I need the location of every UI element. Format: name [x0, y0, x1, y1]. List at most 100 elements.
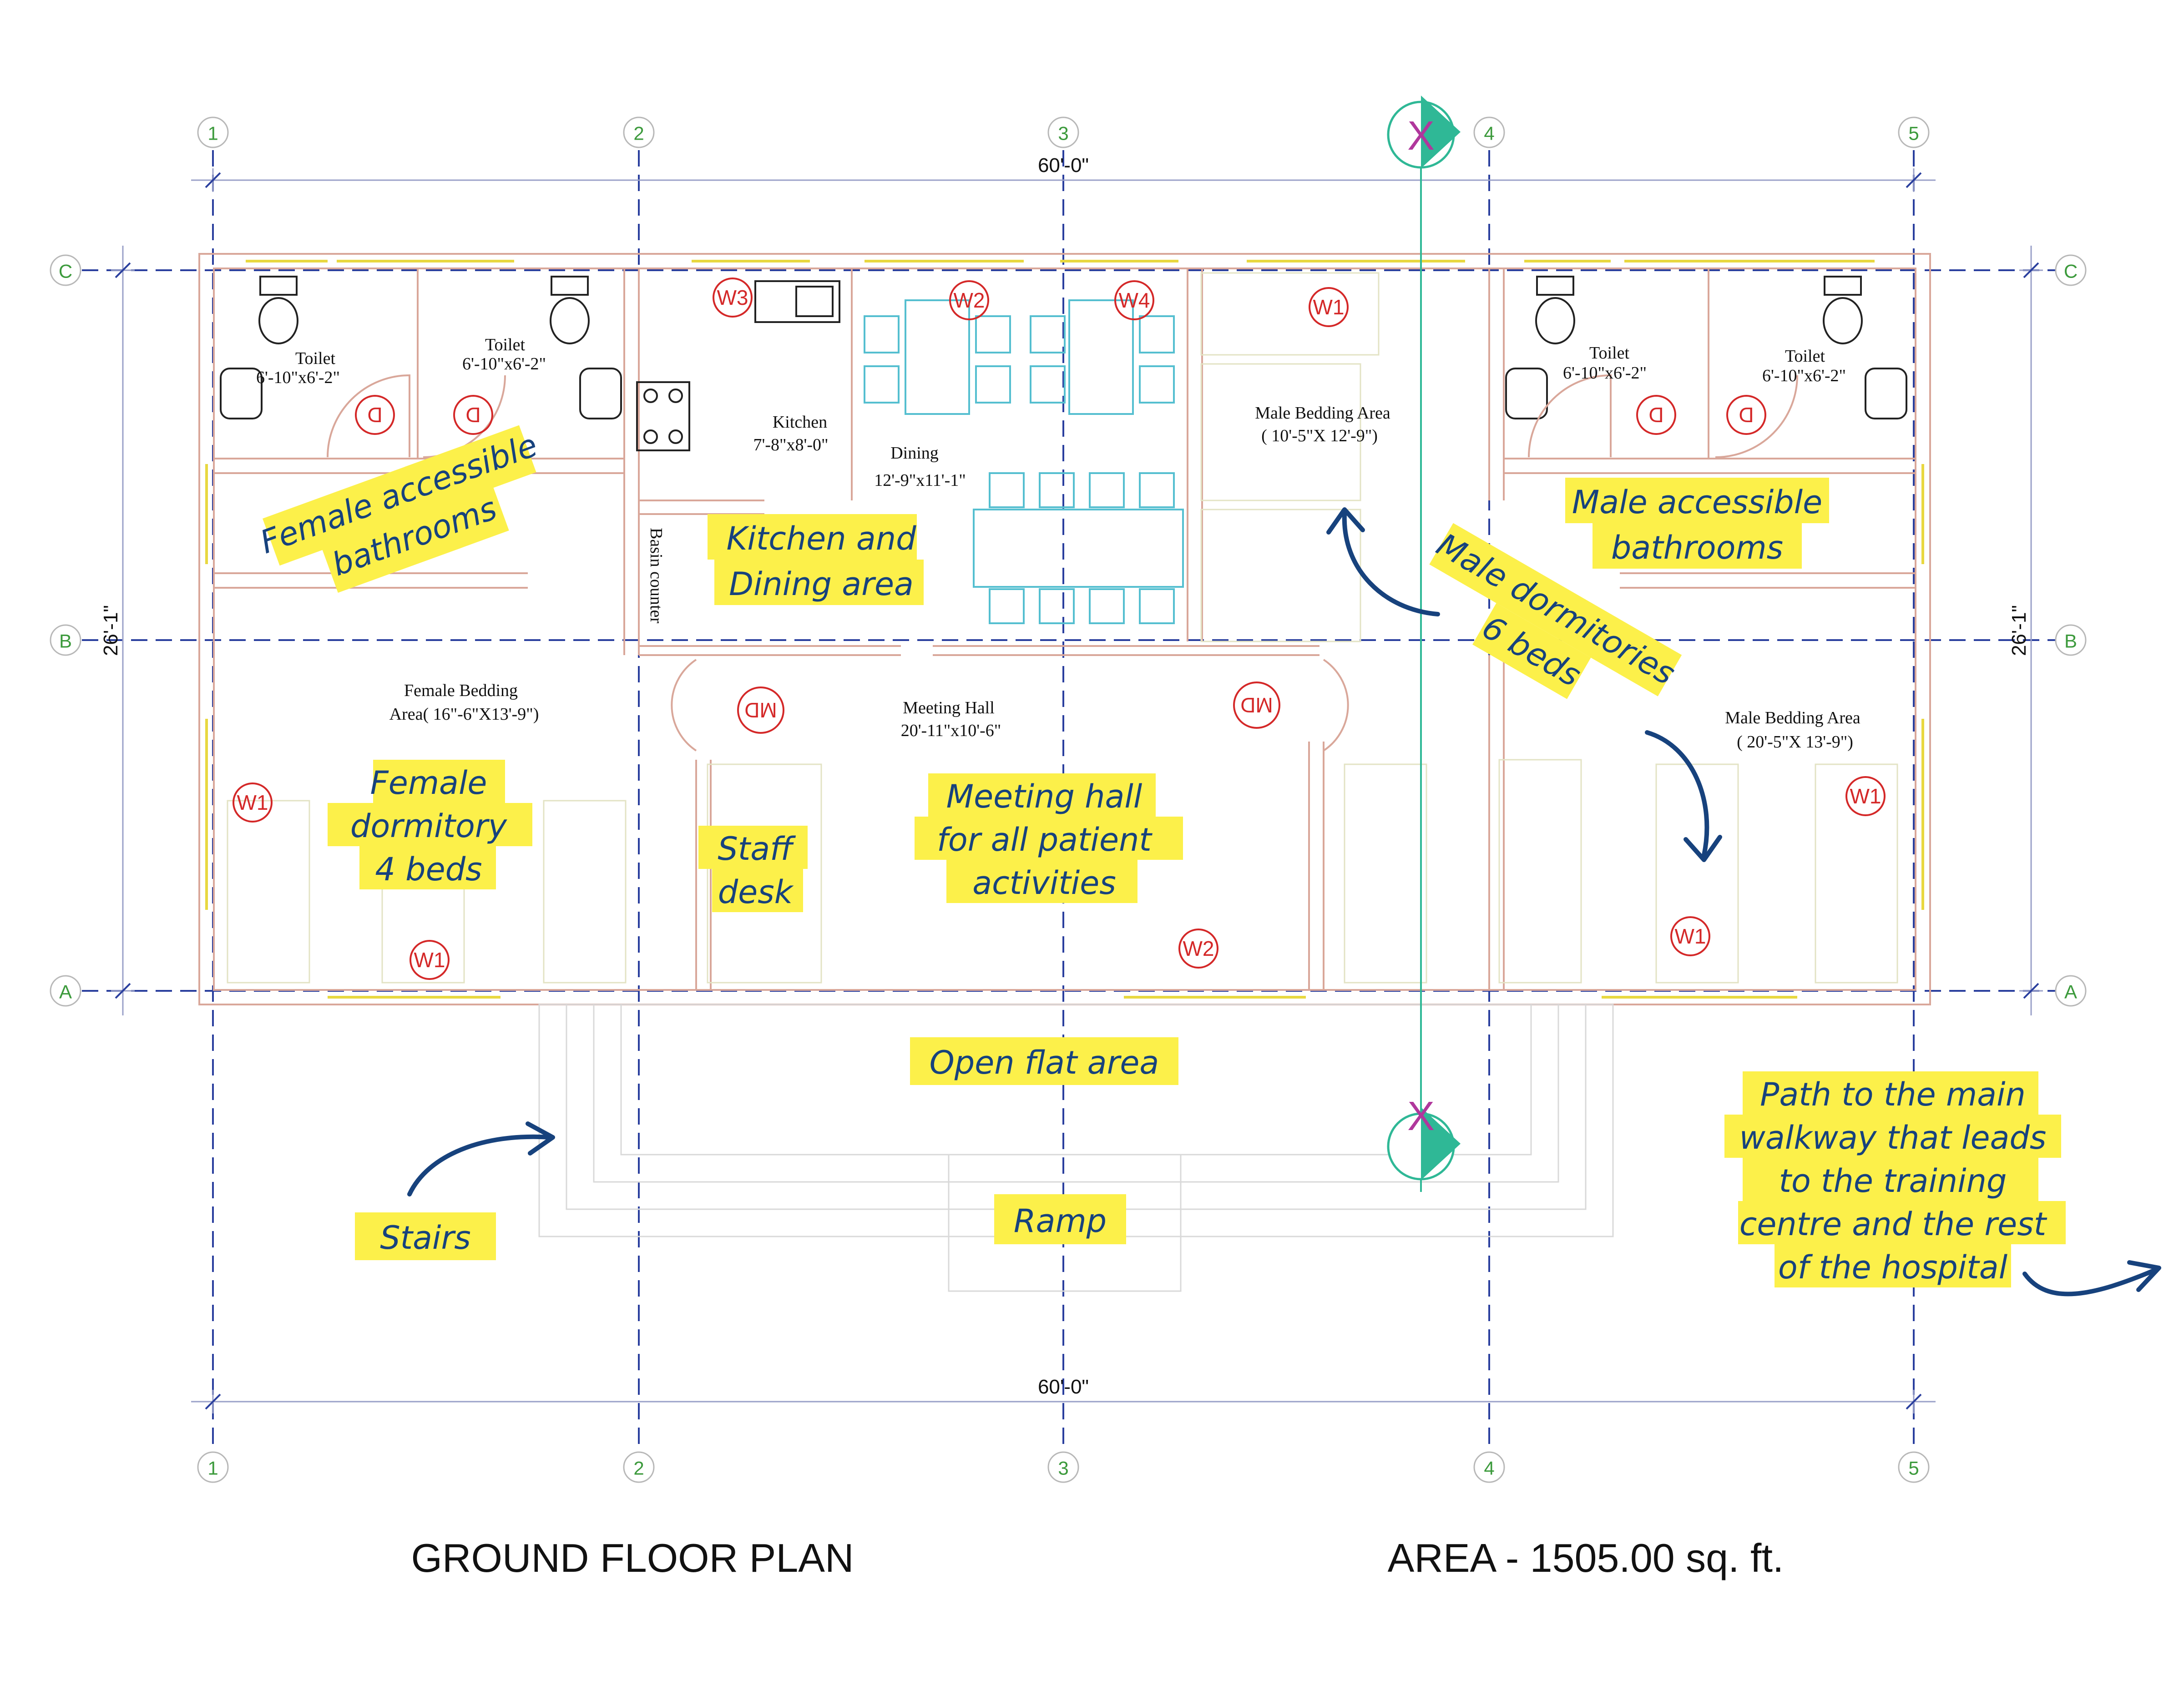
- grid-label-c: C: [59, 261, 72, 282]
- room-labels: Toilet 6'-10"x6'-2" Toilet 6'-10"x6'-2" …: [256, 335, 1860, 752]
- note-kitchen-dining: Kitchen and Dining area: [708, 514, 924, 605]
- note-line: Kitchen and: [726, 520, 916, 557]
- note-staff-desk: Staff desk: [698, 826, 808, 912]
- arrow-icon: [2022, 1267, 2159, 1297]
- plan-title: GROUND FLOOR PLAN: [411, 1535, 854, 1580]
- window-tag: W1: [1850, 784, 1881, 808]
- grid-bubble: [197, 116, 229, 148]
- room-name: Kitchen: [773, 413, 827, 432]
- grid-bubble: [1898, 116, 1930, 148]
- door-tag: D: [1648, 403, 1663, 427]
- room-size: 7'-8"x8'-0": [753, 435, 828, 454]
- grid-label-1: 1: [207, 123, 218, 144]
- note-stairs: Stairs: [355, 1212, 496, 1260]
- window-tag: W1: [1313, 295, 1345, 319]
- area-label: AREA - 1505.00 sq. ft.: [1388, 1535, 1784, 1580]
- note-line: for all patient: [937, 821, 1153, 858]
- room-name: Male Bedding Area: [1255, 404, 1390, 423]
- room-size: 6'-10"x6'-2": [462, 354, 546, 374]
- section-arrow-icon: [1421, 96, 1461, 168]
- grid-bubbles: [50, 116, 2087, 1483]
- grid-bubble: [50, 624, 81, 656]
- note-line: Dining area: [729, 565, 914, 603]
- room-name: Female Bedding: [404, 681, 518, 700]
- kitchen-fixtures: [636, 280, 840, 451]
- door-tag: D: [1739, 403, 1754, 427]
- note-line: of the hospital: [1778, 1249, 2008, 1286]
- window-tag: W3: [717, 286, 748, 309]
- room-size: ( 20'-5"X 13'-9"): [1737, 732, 1853, 752]
- arrow-icon: [407, 1134, 553, 1196]
- grid-labels: 1 2 3 4 5 1 2 3 4 5 C B A C B A: [59, 123, 2078, 1479]
- windows: [205, 260, 1924, 999]
- grid-bubble: [1473, 1451, 1505, 1483]
- arrow-icon: [1342, 512, 1440, 616]
- grid-label-4: 4: [1484, 123, 1494, 144]
- note-line: Open flat area: [930, 1044, 1159, 1081]
- note-ramp: Ramp: [994, 1194, 1126, 1244]
- door-tag: D: [465, 403, 480, 427]
- section-line: X X: [1387, 96, 1461, 1192]
- section-arrow-icon: [1421, 1107, 1461, 1180]
- stove: [636, 381, 690, 451]
- note-line: Female: [370, 764, 487, 802]
- room-name: Toilet: [295, 349, 336, 368]
- toilet-icon: [1536, 276, 1574, 296]
- note-line: to the training: [1779, 1162, 2007, 1200]
- grid-label-a: A: [2064, 981, 2077, 1003]
- room-name: Basin counter: [647, 528, 666, 623]
- door-tag: MD: [1240, 693, 1273, 717]
- window-tag: W4: [1119, 288, 1150, 312]
- arrow-icon: [1326, 507, 1365, 535]
- wash-basin-icon: [220, 368, 263, 419]
- grid-label-1: 1: [207, 1458, 218, 1479]
- note-path-to-walkway: Path to the main walkway that leads to t…: [1724, 1071, 2066, 1287]
- grid-bubble: [623, 1451, 655, 1483]
- grid-label-3: 3: [1058, 123, 1068, 144]
- dimension-depth-right: 26'-1": [2008, 605, 2030, 656]
- grid-label-5: 5: [1908, 123, 1919, 144]
- grid-bubble: [197, 1451, 229, 1483]
- grid-label-2: 2: [633, 123, 644, 144]
- note-male-bathrooms: Male accessible bathrooms: [1565, 478, 1829, 569]
- door-tag: D: [367, 403, 382, 427]
- window-tag: W2: [1183, 937, 1214, 960]
- note-female-dormitory: Female dormitory 4 beds: [328, 760, 532, 889]
- note-line: dormitory: [350, 808, 508, 845]
- grid-label-5: 5: [1908, 1458, 1919, 1479]
- window-tag: W2: [954, 288, 985, 312]
- grid-bubble: [1473, 116, 1505, 148]
- note-line: Stairs: [380, 1219, 470, 1257]
- note-line: walkway that leads: [1739, 1119, 2047, 1156]
- sanitary-fixtures: [220, 276, 1907, 419]
- room-size: ( 10'-5"X 12'-9"): [1261, 426, 1378, 445]
- room-size: Area( 16"-6"X13'-9"): [389, 705, 539, 724]
- doors: [327, 374, 1798, 752]
- wash-basin-icon: [579, 368, 622, 419]
- beds: [227, 272, 1898, 984]
- note-line: Male accessible: [1572, 484, 1822, 521]
- room-name: Dining: [890, 444, 939, 463]
- arrow-icon: [2127, 1260, 2161, 1292]
- grid-bubble: [623, 116, 655, 148]
- grid-bubble: [2055, 624, 2087, 656]
- section-label-bottom: X: [1407, 1094, 1435, 1139]
- grid-bubble: [2055, 975, 2087, 1007]
- room-size: 6'-10"x6'-2": [256, 368, 340, 387]
- dimension-ticks: [115, 172, 2039, 1410]
- dining-table: [905, 299, 970, 415]
- grid-bubble: [1047, 116, 1079, 148]
- toilet-icon: [1824, 276, 1862, 296]
- dining-table: [1068, 299, 1134, 415]
- note-line: Meeting hall: [946, 778, 1143, 815]
- note-line: 4 beds: [375, 851, 482, 888]
- note-line: Path to the main: [1760, 1076, 2026, 1113]
- door-tag: MD: [744, 698, 777, 722]
- window-tag: W1: [414, 948, 445, 972]
- note-meeting-hall: Meeting hall for all patient activities: [915, 773, 1183, 903]
- note-line: desk: [718, 873, 794, 911]
- arrow-icon: [1684, 835, 1722, 862]
- grid-bubble: [1898, 1451, 1930, 1483]
- inner-wall: [213, 268, 1916, 991]
- toilet-icon: [551, 276, 589, 296]
